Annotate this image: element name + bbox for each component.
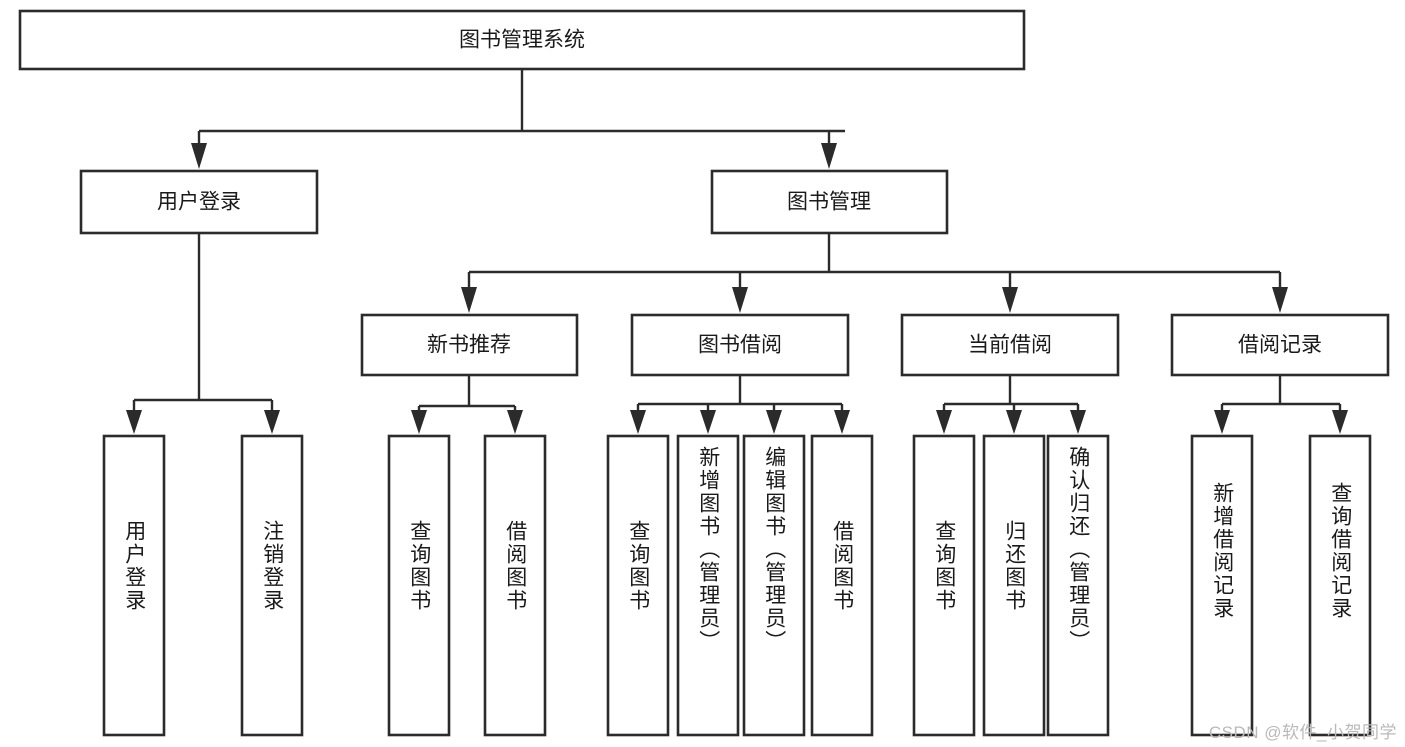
leaf-box-query-book-recommend[interactable]: [387, 434, 451, 737]
leaf-box-user-login[interactable]: [102, 434, 166, 737]
leaf-box-add-book-admin[interactable]: [676, 434, 740, 737]
node-book-manage[interactable]: 图书管理: [710, 169, 949, 235]
node-book-borrow[interactable]: 图书借阅: [630, 313, 850, 377]
node-book-manage-label: 图书管理: [787, 191, 871, 214]
leaf-box-query-book-borrow[interactable]: [606, 434, 670, 737]
node-borrow-record[interactable]: 借阅记录: [1170, 313, 1390, 377]
node-user-login-label: 用户登录: [157, 191, 241, 214]
leaf-box-confirm-return-admin[interactable]: [1046, 434, 1110, 737]
leaf-box-borrow-book[interactable]: [810, 434, 874, 737]
node-book-borrow-label: 图书借阅: [698, 334, 782, 357]
connector-root-to-level2: [191, 69, 845, 169]
leaf-box-query-book-current[interactable]: [912, 434, 976, 737]
node-user-login[interactable]: 用户登录: [79, 169, 319, 235]
connector-userlogin-to-leaves: [126, 233, 280, 434]
connector-bookborrow-to-leaves: [630, 375, 850, 434]
node-new-book-recommend[interactable]: 新书推荐: [360, 313, 579, 377]
connector-borrowrecord-to-leaves: [1214, 375, 1348, 434]
node-root[interactable]: 图书管理系统: [18, 9, 1026, 71]
connector-newbook-to-leaves: [411, 375, 523, 434]
node-borrow-record-label: 借阅记录: [1238, 334, 1322, 357]
node-new-book-recommend-label: 新书推荐: [427, 334, 511, 357]
leaf-node-boxes: [102, 434, 1372, 737]
node-root-label: 图书管理系统: [459, 29, 585, 52]
connector-currentborrow-to-leaves: [936, 375, 1086, 434]
leaf-box-edit-book-admin[interactable]: [742, 434, 806, 737]
csdn-watermark: CSDN @软件_小贺同学: [1208, 723, 1397, 742]
leaf-box-user-logout[interactable]: [240, 434, 304, 737]
leaf-box-borrow-book-recommend[interactable]: [483, 434, 547, 737]
leaf-box-return-book[interactable]: [982, 434, 1046, 737]
leaf-box-query-borrow-record[interactable]: [1308, 434, 1372, 737]
node-current-borrow[interactable]: 当前借阅: [900, 313, 1120, 377]
leaf-box-add-borrow-record[interactable]: [1190, 434, 1254, 737]
node-current-borrow-label: 当前借阅: [968, 334, 1052, 357]
connector-bookmanage-to-level3: [461, 233, 1288, 313]
